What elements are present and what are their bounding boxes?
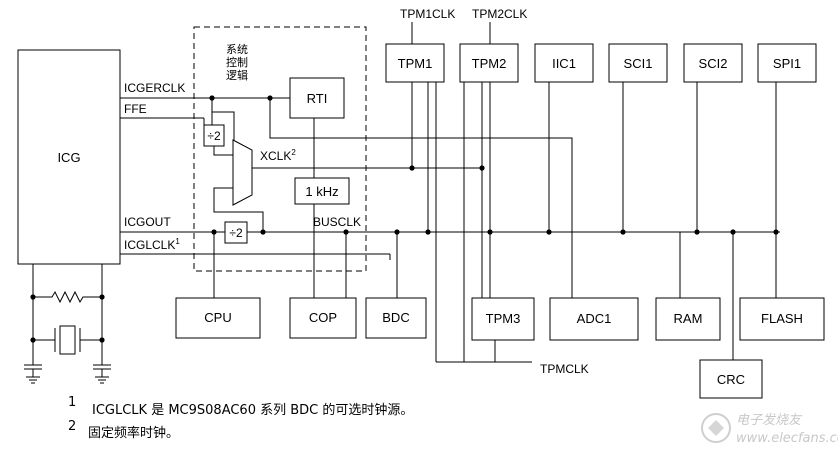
1khz-label: 1 kHz (305, 184, 338, 199)
watermark-logo-text: 电子发烧友 (736, 413, 803, 428)
spi1-block (757, 43, 817, 83)
crystal-oscillator-circuit (24, 264, 111, 384)
tpm2-block (459, 43, 519, 83)
system-control-logic-region (193, 26, 367, 272)
footnote-2-text: 固定频率时钟。 (88, 425, 179, 441)
tpm1-label: TPM1 (398, 56, 433, 71)
footnote-1-number: 1 (68, 395, 76, 410)
iic1-block (534, 43, 594, 83)
sci2-label: SCI2 (699, 56, 728, 71)
feedback-resistor (33, 290, 102, 304)
cop-block (289, 297, 357, 339)
footnote-1-text: ICGLCLK 是 MC9S08AC60 系列 BDC 的可选时钟源。 (92, 402, 413, 418)
icg-label: ICG (57, 150, 80, 165)
crystal (59, 325, 76, 355)
footnote-2-number: 2 (68, 419, 76, 434)
cop-label: COP (309, 310, 337, 325)
iic1-label: IIC1 (552, 56, 576, 71)
icgerclk-to-adc1 (269, 98, 573, 298)
ram-label: RAM (674, 311, 703, 326)
xclk-label: XCLK2 (260, 148, 296, 163)
cpu-label: CPU (204, 310, 231, 325)
icgout-label: ICGOUT (124, 215, 171, 229)
icg-block (17, 49, 121, 265)
spi1-label: SPI1 (773, 56, 801, 71)
tpm3-block (471, 297, 535, 341)
icgerclk-label: ICGERCLK (124, 81, 185, 95)
div2-bottom-label: ÷2 (229, 226, 243, 240)
bdc-block (365, 297, 427, 339)
ffe-label: FFE (124, 102, 147, 116)
tpmclk-label: TPMCLK (540, 362, 589, 376)
icgout-to-mux (213, 187, 264, 232)
cpu-block (175, 297, 261, 339)
rti-block (289, 77, 345, 119)
tpm2-label: TPM2 (472, 56, 507, 71)
watermark-url: www.elecfans.com (736, 431, 838, 446)
rti-label: RTI (307, 91, 328, 106)
icgerclk-to-mux (211, 98, 235, 140)
system-control-logic-line-1: 系统 (226, 43, 248, 56)
busclk-label: BUSCLK (313, 215, 361, 229)
icglclk-label: ICGLCLK1 (124, 237, 180, 252)
sci1-label: SCI1 (624, 56, 653, 71)
flash-label: FLASH (761, 311, 803, 326)
tpm1-block (385, 43, 445, 83)
crc-label: CRC (717, 372, 745, 387)
tpm1clk-label: TPM1CLK (400, 7, 455, 21)
system-control-logic-line-3: 逻辑 (226, 68, 248, 82)
flash-block (739, 297, 825, 341)
crc-block (699, 359, 763, 399)
div2-to-mux (213, 146, 233, 156)
bdc-label: BDC (382, 310, 409, 325)
xclk-mux (232, 139, 253, 206)
div2-top-label: ÷2 (207, 129, 221, 143)
watermark-logo: 电子发烧友 www.elecfans.com (701, 413, 838, 446)
adc1-label: ADC1 (577, 311, 612, 326)
sci1-block (608, 43, 668, 83)
ram-block (655, 297, 721, 341)
system-control-logic-line-2: 控制 (226, 55, 248, 69)
1khz-block (294, 177, 350, 205)
tpm3-label: TPM3 (486, 311, 521, 326)
sci2-block (683, 43, 743, 83)
tpm2clk-label: TPM2CLK (472, 7, 527, 21)
adc1-block (549, 297, 639, 341)
